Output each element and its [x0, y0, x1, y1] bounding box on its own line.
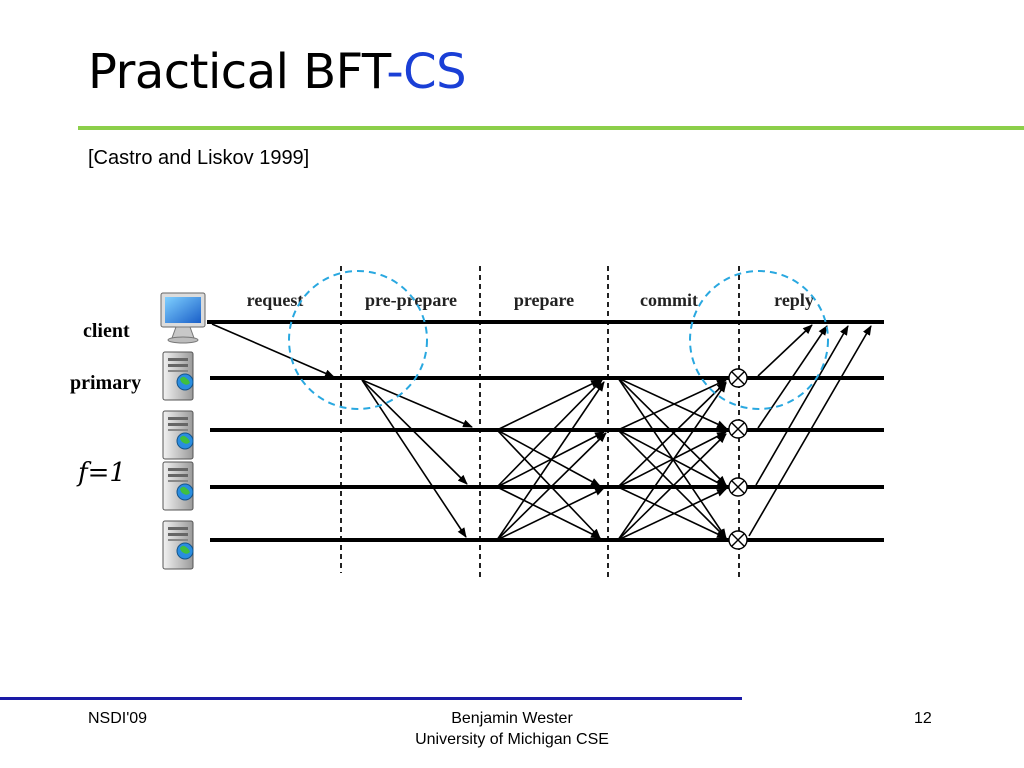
footer-author: Benjamin Wester University of Michigan C… [392, 708, 632, 750]
execute-marker [728, 477, 748, 497]
arrow-reply-replica-3 [748, 325, 872, 537]
arrow-reply-primary [757, 324, 813, 377]
title-underline [78, 126, 1024, 130]
phase-label-reply: reply [774, 290, 814, 310]
server-icon-replica-2 [162, 461, 194, 511]
label-client: client [83, 320, 130, 342]
arrow-pre-prepare-2 [361, 379, 468, 485]
arrow-prepare [496, 486, 601, 539]
phase-label-request: request [247, 290, 304, 310]
highlight-circle-request [288, 270, 428, 410]
arrow-prepare [496, 432, 607, 541]
arrow-prepare [496, 429, 601, 487]
arrow-prepare [496, 429, 601, 539]
footer-affiliation: University of Michigan CSE [415, 731, 609, 748]
arrow-commit [617, 429, 727, 488]
slide-title: Practical BFT-CS [88, 44, 467, 100]
arrow-commit [617, 431, 727, 488]
arrow-reply-replica-2 [755, 325, 849, 486]
timelines [207, 320, 884, 542]
arrow-prepare [496, 379, 603, 488]
arrow-commit [617, 486, 727, 539]
slide-number: 12 [914, 710, 932, 727]
footer-author-name: Benjamin Wester [451, 710, 573, 727]
title-main: Practical BFT [88, 44, 387, 100]
arrow-commit [617, 377, 727, 429]
execute-marker [728, 368, 748, 388]
message-arrows [211, 323, 872, 541]
footer-conference: NSDI'09 [88, 710, 148, 727]
arrow-commit [617, 433, 727, 541]
arrow-commit [617, 382, 727, 541]
arrow-commit [617, 429, 727, 539]
arrow-prepare [496, 379, 601, 431]
server-icon-primary [162, 351, 194, 401]
arrow-commit [617, 381, 727, 488]
phase-label-pre-prepare: pre-prepare [365, 290, 457, 310]
arrow-commit [617, 379, 727, 431]
label-primary: primary [70, 372, 141, 394]
server-icon-replica-1 [162, 410, 194, 460]
title-accent: -CS [386, 44, 467, 100]
phase-label-prepare: prepare [514, 290, 574, 310]
footer-rule [0, 697, 742, 700]
highlight-circle-reply [689, 270, 829, 410]
execute-marker [728, 530, 748, 550]
phase-separators [340, 266, 740, 577]
arrow-prepare [496, 381, 605, 541]
fault-tolerance-label: f=1 [76, 458, 126, 488]
arrow-pre-prepare-1 [361, 379, 473, 428]
citation: [Castro and Liskov 1999] [88, 147, 310, 169]
monitor-icon [160, 292, 206, 344]
arrow-commit [617, 488, 727, 541]
arrow-prepare [496, 431, 605, 488]
execute-markers [728, 368, 748, 550]
execute-marker [728, 419, 748, 439]
arrow-reply-replica-1 [757, 325, 828, 429]
arrow-prepare [496, 487, 605, 541]
arrow-pre-prepare-3 [361, 379, 467, 538]
arrow-commit [617, 377, 727, 486]
arrow-request [211, 323, 335, 378]
phase-label-commit: commit [640, 290, 698, 310]
server-icon-replica-3 [162, 520, 194, 570]
